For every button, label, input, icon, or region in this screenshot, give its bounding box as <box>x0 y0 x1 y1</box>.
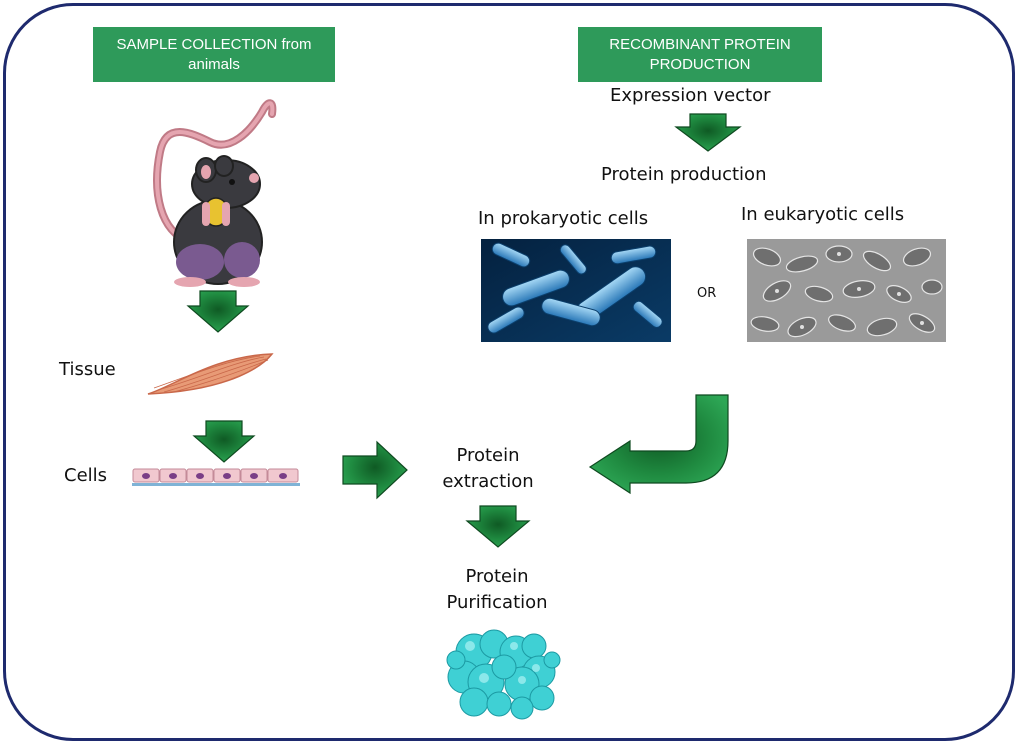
cell-layer-icon <box>132 468 300 486</box>
eukaryotic-cells-image <box>747 239 946 342</box>
label-protein-extraction: Protein extraction <box>428 444 548 494</box>
header-sample-collection-text: SAMPLE COLLECTION from animals <box>116 35 312 73</box>
arrow-down-tissue-to-cells <box>192 420 256 463</box>
label-protein-extraction-line2: extraction <box>442 471 534 492</box>
muscle-tissue-icon <box>147 353 274 395</box>
header-sample-collection: SAMPLE COLLECTION from animals <box>93 27 335 82</box>
header-recombinant-production: RECOMBINANT PROTEIN PRODUCTION <box>578 27 822 82</box>
protein-structure-icon <box>446 629 561 720</box>
label-prokaryotic: In prokaryotic cells <box>478 208 649 229</box>
label-protein-extraction-line1: Protein <box>456 445 520 466</box>
arrow-down-vector-to-production <box>674 113 742 152</box>
label-cells: Cells <box>64 465 108 486</box>
arrow-right-cells-to-extraction <box>342 440 408 500</box>
label-protein-purification-line1: Protein <box>465 566 529 587</box>
mouse-icon <box>153 99 277 287</box>
header-recombinant-text: RECOMBINANT PROTEIN PRODUCTION <box>609 35 791 73</box>
bacteria-image <box>481 239 671 342</box>
label-protein-production: Protein production <box>601 164 767 185</box>
label-eukaryotic: In eukaryotic cells <box>741 204 905 225</box>
arrow-down-mouse-to-tissue <box>186 290 250 333</box>
label-protein-purification-line2: Purification <box>446 592 548 613</box>
label-or: OR <box>697 286 717 301</box>
label-tissue: Tissue <box>59 359 116 380</box>
diagram-frame <box>3 3 1015 741</box>
arrow-curved-recombinant-to-extraction <box>588 394 729 495</box>
label-expression-vector: Expression vector <box>610 85 771 106</box>
label-protein-purification: Protein Purification <box>436 565 558 615</box>
arrow-down-extraction-to-purification <box>465 505 531 548</box>
